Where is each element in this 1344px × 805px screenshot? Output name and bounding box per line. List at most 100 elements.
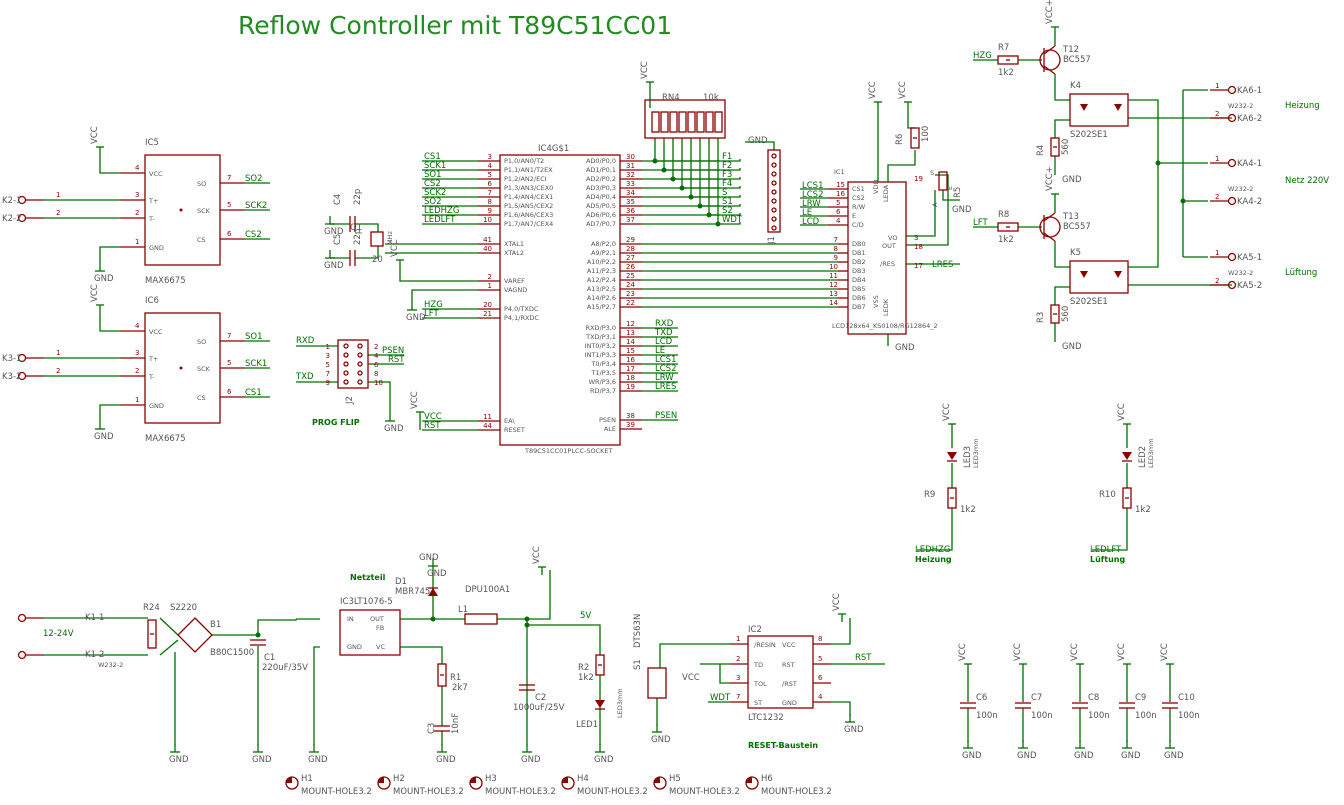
- mount-hole: [562, 777, 568, 783]
- d1-ref: D1: [395, 577, 407, 587]
- rn4-resistor: [705, 111, 714, 133]
- lcd-pin-name: DB4: [852, 276, 866, 284]
- led2-r-value: 1k2: [1135, 505, 1151, 515]
- ic5-pin-name: SCK: [197, 207, 211, 215]
- ic6-net-label: SCK1: [245, 359, 267, 369]
- k1-terminal-2: [17, 650, 27, 660]
- lcd-net-label: LCS2: [802, 190, 823, 200]
- mcu-pin-number: 4: [488, 162, 493, 170]
- j1-wire: [682, 186, 741, 189]
- relay-heizung-led-wire: [1054, 119, 1070, 138]
- ic5-center-mark: [179, 208, 183, 212]
- b1-value: B80C1500: [210, 648, 254, 658]
- lcd-pin-num: 9: [834, 254, 838, 262]
- ic5-pin-name: SO: [197, 180, 206, 188]
- mcu-pin-name: RXD/P3,0: [586, 324, 616, 332]
- d1-gnd-label: GND: [419, 553, 439, 563]
- lcd-leda-wire: [887, 150, 916, 182]
- vc-wire: [400, 646, 443, 664]
- relay-lueftung-r-ref: R8: [998, 210, 1009, 220]
- ic2-tol: [719, 664, 730, 684]
- led1-diode: [595, 700, 605, 708]
- hole-value: MOUNT-HOLE3.2: [393, 787, 464, 797]
- mcu-pin-number: 31: [626, 162, 635, 170]
- ic6-conn: K3-2: [2, 372, 21, 382]
- ic2-pin-num: 3: [736, 674, 740, 682]
- led3-label: Heizung: [915, 555, 952, 564]
- term-num: 1: [1215, 249, 1219, 257]
- ic2-pin-num: 2: [736, 655, 740, 663]
- j1-wire: [718, 222, 741, 225]
- vcc-label: VCC: [832, 593, 842, 611]
- mcu-pin-number: 8: [488, 198, 492, 206]
- j1-wire: [700, 204, 741, 207]
- mcu-pin-name: A15/P2,7: [587, 303, 616, 311]
- r2-wire: [527, 624, 601, 655]
- d1-value: MBR745: [395, 587, 430, 597]
- l1-value: DPU100A1: [465, 585, 510, 595]
- conn-pin-num: 2: [56, 367, 60, 375]
- mcu-pin-name: RESET: [504, 426, 525, 434]
- mcu-pin-name: WR/P3,6: [589, 378, 616, 386]
- cap-value: 100n: [1178, 711, 1200, 721]
- r1-value: 2k7: [452, 683, 468, 693]
- gnd-label: GND: [594, 755, 614, 765]
- j1-pin: [771, 180, 777, 186]
- r24-varistor: [147, 619, 157, 649]
- relay-lueftung-conn2: KA5-2: [1237, 281, 1262, 291]
- k1-conn-type: W232-2: [98, 661, 123, 669]
- mcu-pin-name: AD4/P0,4: [586, 193, 616, 201]
- lcd-pin-num: 10: [829, 263, 838, 271]
- mcu-net-label: LCD: [655, 337, 673, 347]
- gnd-label: GND: [252, 755, 272, 765]
- j2-pin: [357, 379, 363, 385]
- ic6-pin-name: T+: [148, 355, 158, 363]
- mcu-pin-name: T0/P3,4: [590, 360, 616, 368]
- gnd-label: GND: [521, 755, 541, 765]
- gnd-label: GND: [324, 261, 344, 271]
- term-num: 1: [1215, 82, 1219, 90]
- vcc-label: VCC: [1117, 403, 1127, 421]
- schematic-title: Reflow Controller mit T89C51CC01: [238, 11, 672, 40]
- l1-inductor: [464, 613, 498, 625]
- ic5-ref: IC5: [145, 138, 159, 148]
- mcu-net-label: SO1: [424, 170, 442, 180]
- mcu-pin-number: 44: [483, 422, 492, 430]
- ic6-center-mark: [179, 366, 183, 370]
- conn-pin-num: 1: [56, 191, 60, 199]
- rn4-resistor: [651, 111, 660, 133]
- ic6-pin-num: 4: [135, 322, 140, 330]
- lcd-pin-num: 12: [829, 281, 838, 289]
- gnd-label: GND: [406, 313, 426, 323]
- lcd-net-label: LCD: [802, 217, 820, 227]
- rn4-net-label: F3: [722, 170, 732, 180]
- lcd-pin-num: 16: [836, 190, 845, 198]
- led2-resistor: [1122, 487, 1132, 509]
- lcd-leda: LEDA: [882, 184, 890, 202]
- c4-value: 22p: [353, 189, 363, 205]
- k1-conn: K1-1: [85, 613, 104, 623]
- cap-ref: C7: [1031, 693, 1042, 703]
- cap-ref: C6: [976, 693, 987, 703]
- ic3-ref: IC3LT1076-5: [340, 597, 393, 607]
- vcc-label: VCC: [1013, 643, 1023, 661]
- relay-heizung-conn2: KA6-2: [1237, 114, 1262, 124]
- j2-ref: J2: [345, 396, 355, 405]
- d1-diode: [428, 588, 438, 596]
- mount-hole: [286, 777, 292, 783]
- hole-ref: H6: [761, 774, 773, 784]
- cap-value: 100n: [1135, 711, 1157, 721]
- c4-wire: [355, 223, 379, 232]
- vin-label: 12-24V: [43, 629, 74, 639]
- mcu-pin-name: RD/P3,7: [590, 387, 616, 395]
- mcu-pin-name: P1,6/AN6/CEX3: [504, 211, 553, 219]
- cap-ref: C8: [1088, 693, 1099, 703]
- b1-bridge: [177, 617, 213, 653]
- vcc-label: VCC: [1070, 643, 1080, 661]
- c5-ref: C5: [333, 234, 343, 245]
- ic6-net-label: SO1: [245, 332, 263, 342]
- cap-value: 100n: [976, 711, 998, 721]
- term-num: 2: [1215, 193, 1219, 201]
- ic2-pin-num: 4: [818, 693, 823, 701]
